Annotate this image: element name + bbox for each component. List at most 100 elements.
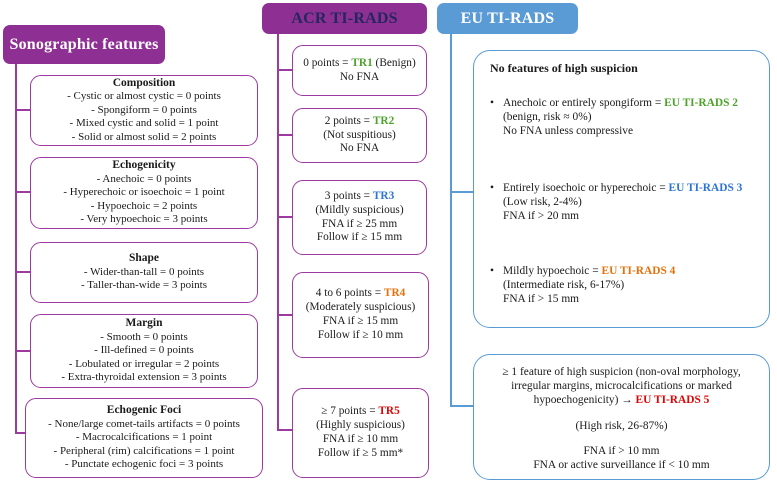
points-line: - Punctate echogenic foci = 3 points <box>64 458 224 471</box>
connector-acr-stub <box>277 69 292 71</box>
feature-box-shape: Shape - Wider-than-tall = 0 points - Tal… <box>30 242 258 303</box>
points-line: - Hyperechoic or isoechoic = 1 point <box>63 186 225 199</box>
points-line: - Ill-defined = 0 points <box>94 344 194 357</box>
acr-box-tr2: 2 points = TR2 (Not suspitious) No FNA <box>292 108 427 163</box>
connector-left-vertical <box>15 62 17 434</box>
eu-tirads5-label: EU TI-RADS 5 <box>635 394 710 406</box>
tr-detail-line: (Moderately suspicious) <box>305 301 416 314</box>
points-line: - Smooth = 0 points <box>100 330 188 343</box>
feature-box-echogenicity: Echogenicity - Anechoic = 0 points - Hyp… <box>30 157 258 229</box>
eu-rule-line: Anechoic or entirely spongiform = EU TI-… <box>503 97 738 109</box>
connector-acr-stub <box>277 216 292 218</box>
eu-high-suspicion-rule: ≥ 1 feature of high suspicion (non-oval … <box>502 366 741 406</box>
eu-bullet-tirads4: • Mildly hypoechoic = EU TI-RADS 4 (Inte… <box>490 264 761 306</box>
tr4-label: TR4 <box>383 287 406 300</box>
points-line: - Solid or almost solid = 2 points <box>71 130 217 143</box>
connector-eu-vertical <box>450 33 452 407</box>
eu-detail-line: FNA if > 10 mm <box>583 445 660 457</box>
tr-score-line: ≥ 7 points = TR5 <box>321 405 400 418</box>
connector-acr-vertical <box>277 33 279 431</box>
tr1-label: TR1 <box>351 56 373 69</box>
points-line: - Cystic or almost cystic = 0 points <box>67 90 221 103</box>
connector-left-stub <box>15 109 31 111</box>
feature-box-margin: Margin - Smooth = 0 points - Ill-defined… <box>30 314 258 388</box>
header-eu-tirads-label: EU TI-RADS <box>460 9 555 27</box>
tr-detail-line: FNA if ≥ 10 mm <box>322 433 399 445</box>
eu-bullet-tirads2: • Anechoic or entirely spongiform = EU T… <box>490 96 761 138</box>
bullet-icon: • <box>490 97 494 109</box>
acr-box-tr4: 4 to 6 points = TR4 (Moderately suspicio… <box>292 272 429 358</box>
eu-bullet-tirads3: • Entirely isoechoic or hyperechoic = EU… <box>490 181 761 223</box>
points-line: - Macrocalcifications = 1 point <box>75 431 213 444</box>
header-acr-tirads-label: ACR TI-RADS <box>291 9 398 27</box>
bullet-icon: • <box>490 265 494 277</box>
acr-box-tr5: ≥ 7 points = TR5 (Highly suspicious) FNA… <box>292 388 429 478</box>
tr-detail-line: No FNA <box>339 142 380 155</box>
tr-detail-line: Follow if ≥ 15 mm <box>316 231 403 244</box>
feature-box-title: Composition <box>112 76 176 89</box>
tr2-label: TR2 <box>372 114 395 127</box>
feature-box-title: Echogenic Foci <box>106 404 182 417</box>
eu-detail-line: (Low risk, 2-4%) <box>503 196 582 208</box>
eu-tirads3-label: EU TI-RADS 3 <box>668 182 743 194</box>
tr-score-line: 0 points = TR1 (Benign) <box>303 56 416 69</box>
eu-detail-line: (Intermediate risk, 6-17%) <box>503 279 625 291</box>
tr-detail-line: Follow if ≥ 10 mm <box>317 328 404 341</box>
connector-left-stub <box>15 271 31 273</box>
points-line: - Hypoechoic = 2 points <box>90 199 198 212</box>
eu-detail-line: FNA or active surveillance if < 10 mm <box>533 459 710 471</box>
tr-detail-line: (Highly suspicious) <box>316 419 405 432</box>
points-line: - Wider-than-tall = 0 points <box>83 265 205 278</box>
connector-acr-stub <box>277 429 292 431</box>
feature-box-title: Margin <box>125 317 163 330</box>
points-line: - None/large comet-tails artifacts = 0 p… <box>48 417 240 430</box>
eu-rule-line: Entirely isoechoic or hyperechoic = EU T… <box>503 182 743 194</box>
tr-detail-line: (Not suspitious) <box>323 128 396 141</box>
acr-box-tr3: 3 points = TR3 (Mildly suspicious) FNA i… <box>292 180 427 255</box>
header-sonographic-features-label: Sonographic features <box>9 35 159 53</box>
eu-detail-line: (benign, risk ≈ 0%) <box>503 111 592 123</box>
eu-high-suspicion-risk: (High risk, 26-87%) <box>575 420 668 432</box>
connector-left-stub <box>15 350 31 352</box>
tr-score-line: 3 points = TR3 <box>324 189 395 202</box>
tr-detail-line: (Mildly suspicious) <box>315 203 404 216</box>
header-acr-tirads: ACR TI-RADS <box>262 3 427 34</box>
tr-score-line: 2 points = TR2 <box>324 114 395 127</box>
tr-score-line: 4 to 6 points = TR4 <box>315 287 406 300</box>
connector-left-stub <box>15 191 31 193</box>
points-line: - Lobulated or irregular = 2 points <box>68 357 220 370</box>
eu-detail-line: FNA if > 20 mm <box>503 210 580 222</box>
points-line: - Very hypoechoic = 3 points <box>80 213 208 226</box>
tr-detail-line: Follow if ≥ 5 mm* <box>317 446 404 459</box>
connector-acr-stub <box>277 314 292 316</box>
eu-detail-line: No FNA unless compressive <box>503 125 634 137</box>
points-line: - Extra-thyroidal extension = 3 points <box>61 371 227 384</box>
tr-detail-line: FNA if ≥ 25 mm <box>321 217 398 230</box>
feature-box-echogenic-foci: Echogenic Foci - None/large comet-tails … <box>25 398 263 478</box>
connector-acr-stub <box>277 134 292 136</box>
eu-detail-line: FNA if > 15 mm <box>503 293 580 305</box>
points-line: - Spongiform = 0 points <box>91 103 197 116</box>
eu-tirads2-label: EU TI-RADS 2 <box>664 97 738 109</box>
points-line: - Peripheral (rim) calcifications = 1 po… <box>53 444 235 457</box>
points-line: - Mixed cystic and solid = 1 point <box>69 117 219 130</box>
connector-eu-stub <box>450 191 473 193</box>
eu-no-suspicion-title: No features of high suspicion <box>490 61 638 75</box>
points-line: - Anechoic = 0 points <box>96 172 192 185</box>
tr-detail-line: No FNA <box>339 70 380 83</box>
points-line: - Taller-than-wide = 3 points <box>81 279 207 292</box>
bullet-icon: • <box>490 182 494 194</box>
connector-left-stub <box>15 432 26 434</box>
feature-box-title: Shape <box>128 252 160 265</box>
header-sonographic-features: Sonographic features <box>3 25 165 64</box>
tr-detail-line: FNA if ≥ 15 mm <box>322 315 399 327</box>
feature-box-composition: Composition - Cystic or almost cystic = … <box>30 75 258 146</box>
feature-box-title: Echogenicity <box>112 159 176 172</box>
header-eu-tirads: EU TI-RADS <box>437 3 578 34</box>
eu-tirads4-label: EU TI-RADS 4 <box>601 265 676 277</box>
tr5-label: TR5 <box>378 405 400 418</box>
acr-box-tr1: 0 points = TR1 (Benign) No FNA <box>292 45 427 96</box>
eu-box-no-suspicion: No features of high suspicion • Anechoic… <box>473 50 770 328</box>
eu-box-high-suspicion: ≥ 1 feature of high suspicion (non-oval … <box>473 354 770 480</box>
